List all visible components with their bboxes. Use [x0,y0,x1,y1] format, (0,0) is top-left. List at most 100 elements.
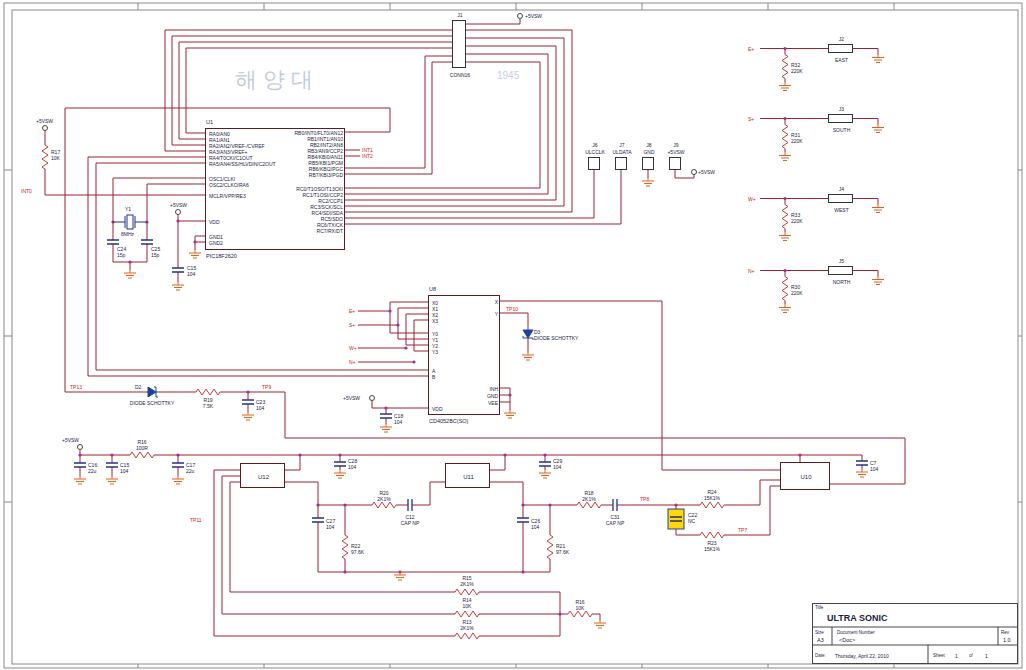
net-label: TP8 [640,497,649,502]
junction-dot [543,453,546,456]
component-label: C23 [256,400,265,405]
pin-name: X3 [432,319,438,324]
pin-name: X1 [432,307,438,312]
ground-symbol [642,178,654,186]
resistor-symbol [782,205,788,229]
amplifier-block: U12 [240,463,285,488]
capacitor-symbol [242,400,254,404]
component-label: R19 [203,398,212,403]
capacitor-symbol [613,499,617,511]
title-block-text: Date: [815,654,826,659]
component-label: C12 [405,515,414,520]
header-pin: J7ULDATA [615,157,627,170]
title-block-text: Sheet [933,654,945,659]
junction-dot [508,393,511,396]
part-number: CD4052BC(SO) [429,419,468,425]
pin-name: GND [487,394,498,399]
component-label: +5VSW [343,396,360,401]
ref-designator: J7 [619,143,624,148]
resistor-symbol [700,532,724,538]
power-port [370,396,375,401]
component-label: R32 [791,62,800,67]
ground-symbol [872,205,884,213]
header-pin: J8GND [642,157,654,170]
wire [345,56,452,168]
junction-dot [316,503,319,506]
net-label: TP10 [506,306,518,311]
pin-name: RC3/SCK/SCL [310,205,343,210]
connector: J1CONN16 [452,20,466,68]
component-label: 8MHz [121,232,134,237]
pin-name: RA2/AN2/VREF-/CVREF [209,144,265,149]
ground-symbol [594,620,606,628]
pin-name: RC5/SDO [321,217,343,222]
component-label: R13 [462,620,471,625]
connector: J5NORTH [828,266,853,275]
title-block-text: of [969,654,973,659]
capacitor-symbol [172,463,184,467]
resistor-symbol [455,589,479,595]
ground-symbol [74,55,884,629]
net-label: TP13 [70,385,82,390]
junction-dot [176,219,179,222]
capacitor-symbol [312,518,324,522]
crystal-symbol [113,215,147,229]
component-label: R33 [791,212,800,217]
connector-name: CONN16 [450,73,470,78]
connector-name: NORTH [833,280,851,285]
signal-name: GND [643,150,654,155]
sheet-frame [4,3,1022,668]
junction-dot [783,197,786,200]
pin-name: OSC1/CLKI [209,177,235,182]
component-label: 10K [463,604,472,609]
connector: J2EAST [828,44,853,53]
component-label: CAP NP [606,521,625,526]
sheet-frame [4,3,1022,668]
junction-dot [548,503,551,506]
capacitor-symbol [408,499,412,511]
pin-name: Y [495,312,498,317]
component-label: 104 [553,465,561,470]
component-label: C15 [120,463,129,468]
connector: J3SOUTH [828,114,853,123]
pin-name: Y3 [432,350,438,355]
sheet-frame [4,3,1022,668]
component-label: R30 [791,284,800,289]
wire [45,19,905,637]
pin-name: GND2 [209,241,223,246]
resistor-symbol [782,55,788,79]
component-label: 104 [870,467,878,472]
component-label: NC [688,519,695,524]
junction-dot [503,453,506,456]
component-label: R17 [51,150,60,155]
pin-name: RB5/KBI1/PGM [308,161,343,166]
capacitor-highlight [668,509,684,529]
pin-name: RB7/KBI3/PGD [309,173,343,178]
component-label: 7.5K [203,404,213,409]
component-label: D3 [534,330,540,335]
component-label: +5VSW [36,119,53,124]
component-label: 104 [187,272,195,277]
pin-name: B [432,375,435,380]
component-label: 100R [136,446,148,451]
title-block-text: 1.0 [1003,638,1011,644]
capacitor-symbol [334,462,346,466]
sheet-frame [12,10,1018,664]
ref-designator: J3 [839,107,844,112]
connector: J4WEST [828,194,853,203]
wire [186,48,452,133]
component-label: 97.6K [556,550,569,555]
junction-dot [193,240,196,243]
net-label: TP7 [738,528,747,533]
capacitor-symbol [74,463,86,467]
ref-designator: J4 [839,187,844,192]
pin-name: GND1 [209,235,223,240]
ground-symbol [856,469,868,477]
ground-symbol [779,305,791,313]
wire [45,19,905,637]
title-block-text: Rev [1001,631,1009,636]
title-block-text: ULTRA SONIC [827,614,888,623]
net-label: N+ [349,360,356,365]
